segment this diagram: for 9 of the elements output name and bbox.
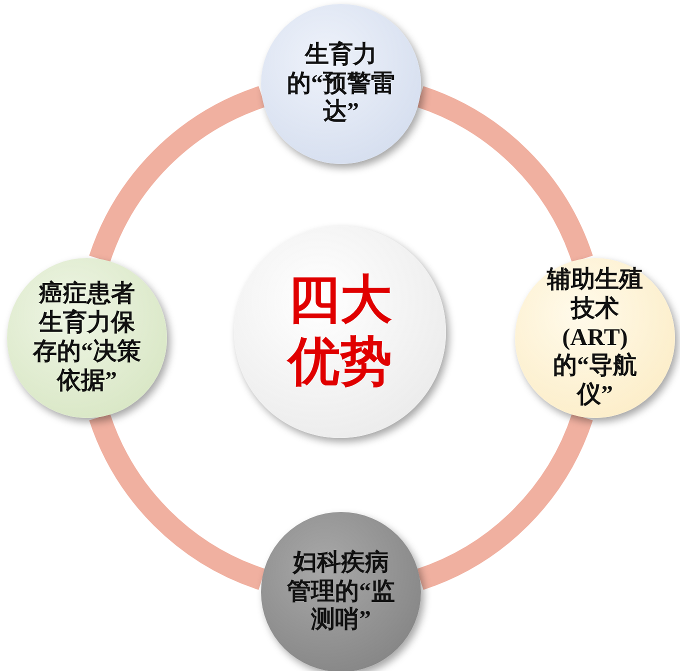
ring-arc <box>89 412 266 590</box>
circle-label: 妇科疾病管理的“监测哨” <box>287 548 395 636</box>
circle-label: 辅助生殖技术(ART)的“导航仪” <box>546 266 644 410</box>
ring-arc <box>416 86 593 264</box>
ring-arc <box>89 86 266 264</box>
ring-arc <box>416 412 593 590</box>
circle-label: 生育力的“预警雷达” <box>287 40 395 128</box>
circle-label: 四大优势 <box>286 270 393 393</box>
circle-label: 癌症患者生育力保存的“决策依据” <box>33 280 141 396</box>
